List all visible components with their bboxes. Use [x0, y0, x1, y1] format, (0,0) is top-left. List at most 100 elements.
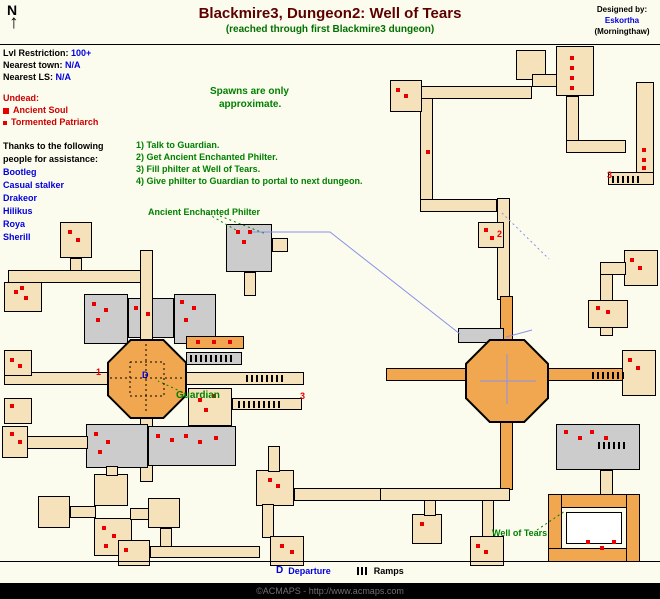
map-octagon-room — [467, 341, 547, 421]
instruction-step: 1) Talk to Guardian. — [136, 140, 220, 150]
spawn-dot — [92, 302, 96, 306]
spawn-legend-item: Tormented Patriarch — [3, 116, 98, 128]
credits-block: Thanks to the following people for assis… — [3, 140, 104, 244]
departure-symbol: D — [276, 565, 284, 576]
ramp-tick — [263, 401, 265, 408]
nearest-ls-row: Nearest LS: N/A — [3, 72, 72, 82]
spawn-dot — [76, 238, 80, 242]
ramp-tick — [603, 442, 605, 449]
instruction-step: 4) Give philter to Guardian to portal to… — [136, 176, 363, 186]
spawn-dot — [10, 432, 14, 436]
spawn-legend-item: Ancient Soul — [3, 104, 98, 116]
spawn-dot — [106, 440, 110, 444]
route-marker-2: 2 — [497, 229, 503, 239]
spawn-dot — [242, 240, 246, 244]
ramps-label: Ramps — [373, 565, 404, 576]
spawn-dot — [630, 258, 634, 262]
map-room — [626, 494, 640, 562]
ramp-tick — [612, 176, 614, 183]
map-room — [4, 350, 32, 376]
spawn-dot — [236, 230, 240, 234]
ramp-tick — [608, 442, 610, 449]
credit-name: Roya — [3, 219, 26, 229]
footer-bar: ©ACMAPS - http://www.acmaps.com — [0, 583, 660, 599]
ramp-tick — [195, 355, 197, 362]
ramp-tick — [612, 372, 614, 379]
ramp-tick — [248, 401, 250, 408]
map-room — [380, 488, 510, 501]
spawn-dot — [590, 430, 594, 434]
spawn-dot — [570, 66, 574, 70]
map-room — [262, 504, 274, 538]
spawn-dot — [192, 306, 196, 310]
map-room — [150, 546, 260, 558]
ramp-tick — [190, 355, 192, 362]
map-room — [608, 172, 654, 185]
spawn-dot — [290, 550, 294, 554]
label-guardian: Guardian — [176, 390, 220, 401]
spawn-dot — [606, 310, 610, 314]
page-subtitle: (reached through first Blackmire3 dungeo… — [225, 24, 435, 35]
spawn-dot — [426, 150, 430, 154]
spawn-dot — [18, 364, 22, 368]
spawn-dot — [570, 56, 574, 60]
spawn-dot — [10, 358, 14, 362]
ramp-tick — [253, 401, 255, 408]
ramp-tick — [622, 372, 624, 379]
route-marker-3: 3 — [300, 391, 306, 401]
spawn-bullet-icon — [3, 120, 7, 125]
map-room — [244, 272, 256, 296]
ramp-tick — [627, 176, 629, 183]
spawn-dot — [642, 158, 646, 162]
credit-name: Sherill — [3, 232, 31, 242]
legend-divider — [0, 561, 660, 562]
map-room — [600, 470, 613, 496]
ramp-tick — [200, 355, 202, 362]
compass-arrow-icon: ↑ — [9, 12, 19, 33]
ramp-icon — [356, 566, 369, 575]
spawn-dot — [198, 440, 202, 444]
map-room — [118, 540, 150, 566]
spawn-dot — [578, 436, 582, 440]
spawn-legend-title: Undead: — [3, 93, 39, 103]
map-room — [420, 199, 497, 212]
ramp-tick — [271, 375, 273, 382]
map-room — [272, 238, 288, 252]
spawn-dot — [198, 398, 202, 402]
designed-by-block: Designed by: Eskortha (Morningthaw) — [586, 4, 658, 37]
credit-name: Bootleg — [3, 167, 37, 177]
spawn-legend: Undead: Ancient Soul Tormented Patriarch — [3, 92, 98, 128]
spawn-dot — [420, 522, 424, 526]
map-room — [424, 500, 436, 516]
page-title: Blackmire3, Dungeon2: Well of Tears — [198, 5, 462, 22]
spawn-dot — [98, 450, 102, 454]
map-room — [478, 222, 504, 248]
spawn-dot — [24, 296, 28, 300]
ramp-tick — [592, 372, 594, 379]
spawn-dot — [18, 440, 22, 444]
map-room — [622, 350, 656, 396]
map-room — [148, 426, 236, 466]
spawn-dot — [10, 404, 14, 408]
spawn-dot — [94, 432, 98, 436]
spawn-dot — [586, 540, 590, 544]
map-room — [566, 96, 579, 144]
ramp-tick — [205, 355, 207, 362]
instruction-step: 3) Fill philter at Well of Tears. — [136, 164, 261, 174]
spawns-note: Spawns are only approximate. — [210, 86, 289, 110]
ramp-tick — [602, 372, 604, 379]
ramp-tick — [220, 355, 222, 362]
map-room — [2, 426, 28, 458]
spawn-dot — [102, 526, 106, 530]
spawn-dot — [20, 286, 24, 290]
ramp-tick — [230, 355, 232, 362]
spawn-dot — [570, 76, 574, 80]
spawn-dot — [146, 312, 150, 316]
map-room — [500, 420, 513, 490]
spawn-dot — [636, 366, 640, 370]
map-room — [60, 222, 92, 258]
spawn-dot — [628, 358, 632, 362]
spawn-dot — [212, 394, 216, 398]
ramp-tick — [238, 401, 240, 408]
map-room — [130, 508, 150, 520]
